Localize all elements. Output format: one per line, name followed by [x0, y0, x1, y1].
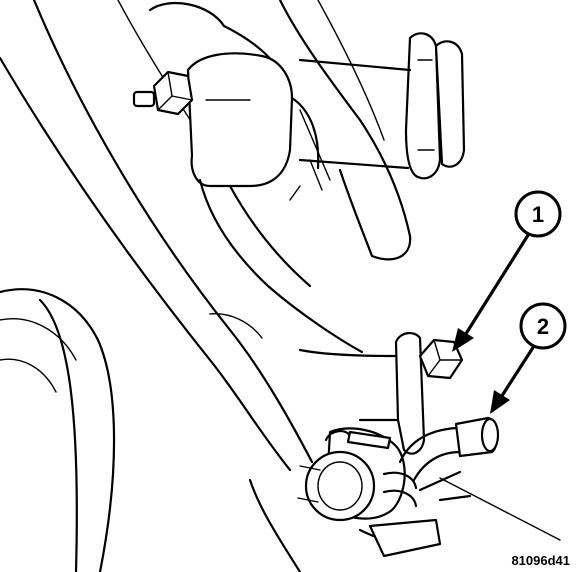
upper-right-washers: [298, 32, 466, 180]
callout-2-label: 2: [537, 314, 549, 339]
lower-knuckle: [248, 470, 472, 572]
tire: [0, 288, 116, 572]
callout-2-arrow-line: [496, 344, 536, 404]
callout-2-circle: [519, 302, 567, 350]
callout-1-label: 1: [532, 202, 544, 227]
callout-1-arrowhead: [452, 328, 474, 352]
bar-bushing: [297, 427, 418, 522]
figure-id-label: 81096d41: [511, 553, 570, 568]
callout-1-arrow-line: [460, 230, 532, 342]
upper-strut: [148, 0, 412, 261]
hose-fitting: [398, 416, 500, 482]
bracket-nut: [418, 338, 464, 380]
callout-2-arrowhead: [490, 390, 510, 414]
callout-1-circle: [514, 190, 562, 238]
upper-left-nut: [132, 70, 194, 116]
link-arm: [186, 52, 364, 354]
figure-leader: [439, 477, 561, 541]
callout-1: 1: [452, 190, 562, 352]
mounting-bracket: [209, 313, 426, 455]
callout-2: 2: [490, 302, 567, 414]
